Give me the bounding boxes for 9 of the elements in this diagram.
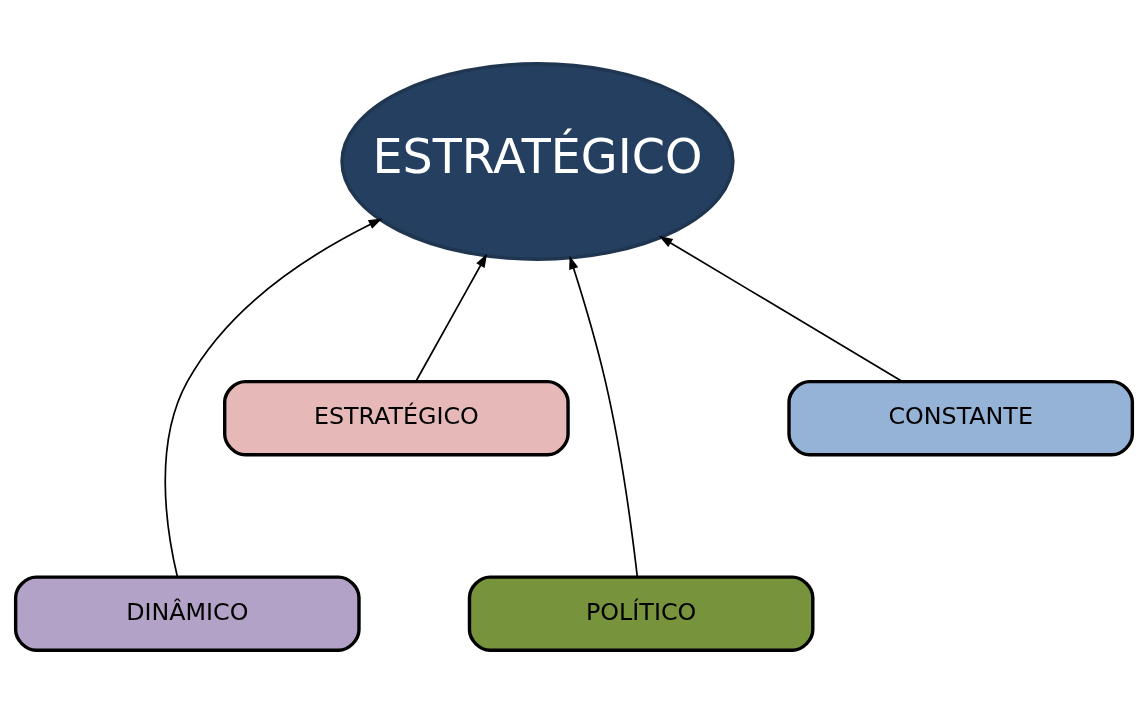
arrow xyxy=(659,235,904,382)
arrow xyxy=(415,253,488,382)
node-box: POLÍTICO xyxy=(467,574,815,652)
node-box: ESTRATÉGICO xyxy=(223,379,570,456)
node-box: DINÂMICO xyxy=(13,574,361,652)
arrow xyxy=(164,218,383,577)
node-ellipse: ESTRATÉGICO xyxy=(340,61,735,261)
node-box: CONSTANTE xyxy=(787,379,1135,456)
arrow xyxy=(569,255,639,577)
